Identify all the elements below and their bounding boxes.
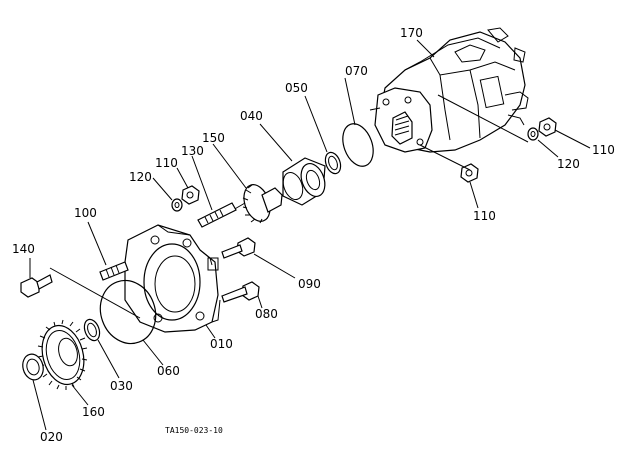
drawing-code: TA150-023-10 — [165, 426, 223, 435]
label-150: 150 — [202, 131, 225, 145]
label-060: 060 — [157, 364, 180, 378]
part-labels: 170 070 050 040 150 130 110 120 100 140 … — [12, 26, 615, 444]
label-050: 050 — [285, 81, 308, 95]
label-040: 040 — [240, 109, 263, 123]
washer-120-right — [527, 127, 539, 141]
label-120-left: 120 — [129, 170, 152, 184]
gear-160 — [37, 319, 88, 390]
label-120-right: 120 — [557, 157, 580, 171]
leader-lines — [29, 39, 591, 431]
flange-housing-010 — [124, 224, 221, 333]
drive-gear-150 — [232, 184, 283, 224]
nut-110-left — [181, 185, 200, 205]
label-110-left: 110 — [155, 156, 178, 170]
label-010: 010 — [210, 337, 233, 351]
washer-120-left — [171, 198, 183, 212]
snap-ring-030 — [83, 318, 101, 342]
label-110-right-lower: 110 — [473, 209, 496, 223]
bearing-040 — [282, 157, 326, 206]
bolt-090 — [221, 237, 256, 259]
label-100: 100 — [74, 206, 97, 220]
bolt-140 — [20, 274, 53, 298]
bolt-080 — [221, 281, 260, 303]
nut-110-right-upper — [538, 117, 557, 137]
stud-100 — [99, 261, 129, 281]
label-110-right-upper: 110 — [592, 143, 615, 157]
spacer-020 — [22, 353, 44, 381]
label-080: 080 — [255, 307, 278, 321]
label-030: 030 — [110, 379, 133, 393]
label-170: 170 — [400, 26, 423, 40]
label-020: 020 — [40, 430, 63, 444]
snap-ring-050 — [324, 151, 342, 175]
o-ring-060 — [99, 279, 157, 345]
label-130: 130 — [181, 144, 204, 158]
label-090: 090 — [298, 277, 321, 291]
o-ring-070 — [342, 123, 374, 167]
label-160: 160 — [82, 405, 105, 419]
label-140: 140 — [12, 242, 35, 256]
label-070: 070 — [345, 64, 368, 78]
stud-130 — [197, 202, 237, 228]
pump-body-170 — [369, 27, 529, 153]
